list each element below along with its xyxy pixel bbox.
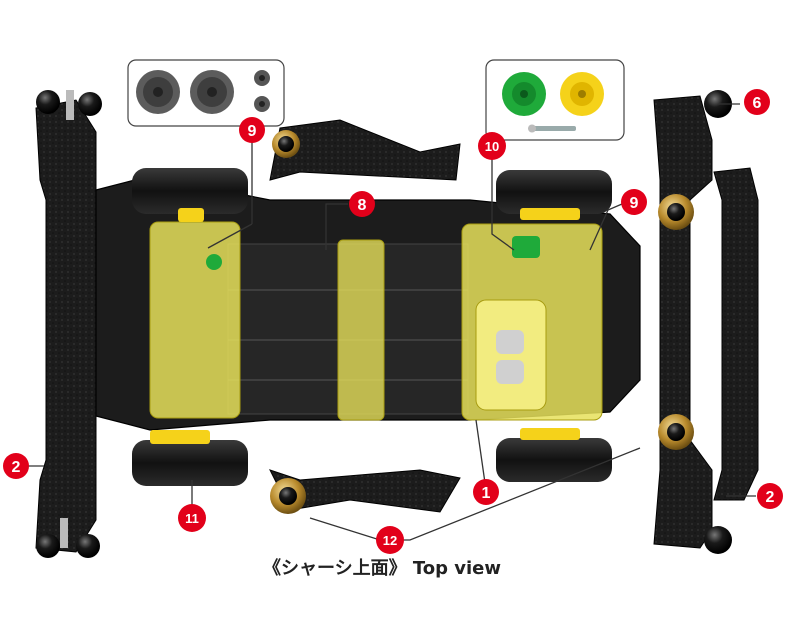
shaft-pin-icon xyxy=(528,124,576,133)
rear-carbon-plate xyxy=(35,90,102,558)
callout-8: 8 xyxy=(349,191,375,217)
callout-12: 12 xyxy=(376,526,404,554)
callout-label: 9 xyxy=(248,123,257,140)
leader-10 xyxy=(491,146,515,251)
callout-label: 12 xyxy=(383,533,397,548)
callout-label: 1 xyxy=(482,485,491,502)
callout-1: 1 xyxy=(473,479,499,505)
callout-9-left: 9 xyxy=(239,117,265,143)
callout-label: 2 xyxy=(766,489,775,506)
rear-bottom-wheel xyxy=(132,430,248,486)
leader-9-right xyxy=(589,203,623,251)
bottom-carbon-brace xyxy=(269,469,461,514)
callout-label: 8 xyxy=(358,197,367,214)
rear-top-wheel xyxy=(132,168,248,222)
front-top-wheel xyxy=(496,170,612,220)
callout-11: 11 xyxy=(178,504,206,532)
callout-label: 6 xyxy=(753,95,762,112)
callout-9-right: 9 xyxy=(621,189,647,215)
pinion-gear-icon xyxy=(254,70,270,112)
front-carbon-plate xyxy=(653,90,759,554)
leader-8 xyxy=(325,203,348,250)
green-gear-icon xyxy=(502,72,546,116)
inset-left-gears xyxy=(127,59,285,127)
gray-crown-gear-icon xyxy=(190,70,234,114)
leader-1 xyxy=(475,419,487,491)
yellow-gear-icon xyxy=(560,72,604,116)
callout-10: 10 xyxy=(478,132,506,160)
callout-label: 11 xyxy=(185,511,199,526)
callout-label: 2 xyxy=(12,459,21,476)
inset-right-gears xyxy=(485,59,625,141)
diagram-caption: 《シャーシ上面》 Top view xyxy=(263,558,501,579)
front-bottom-wheel xyxy=(496,428,612,482)
top-carbon-brace xyxy=(269,119,461,181)
main-chassis xyxy=(95,175,641,431)
gray-crown-gear-icon xyxy=(136,70,180,114)
callout-label: 9 xyxy=(630,195,639,212)
callout-label: 10 xyxy=(485,139,499,154)
callout-6: 6 xyxy=(744,89,770,115)
callout-2-left: 2 xyxy=(3,453,29,479)
callout-2-right: 2 xyxy=(757,483,783,509)
